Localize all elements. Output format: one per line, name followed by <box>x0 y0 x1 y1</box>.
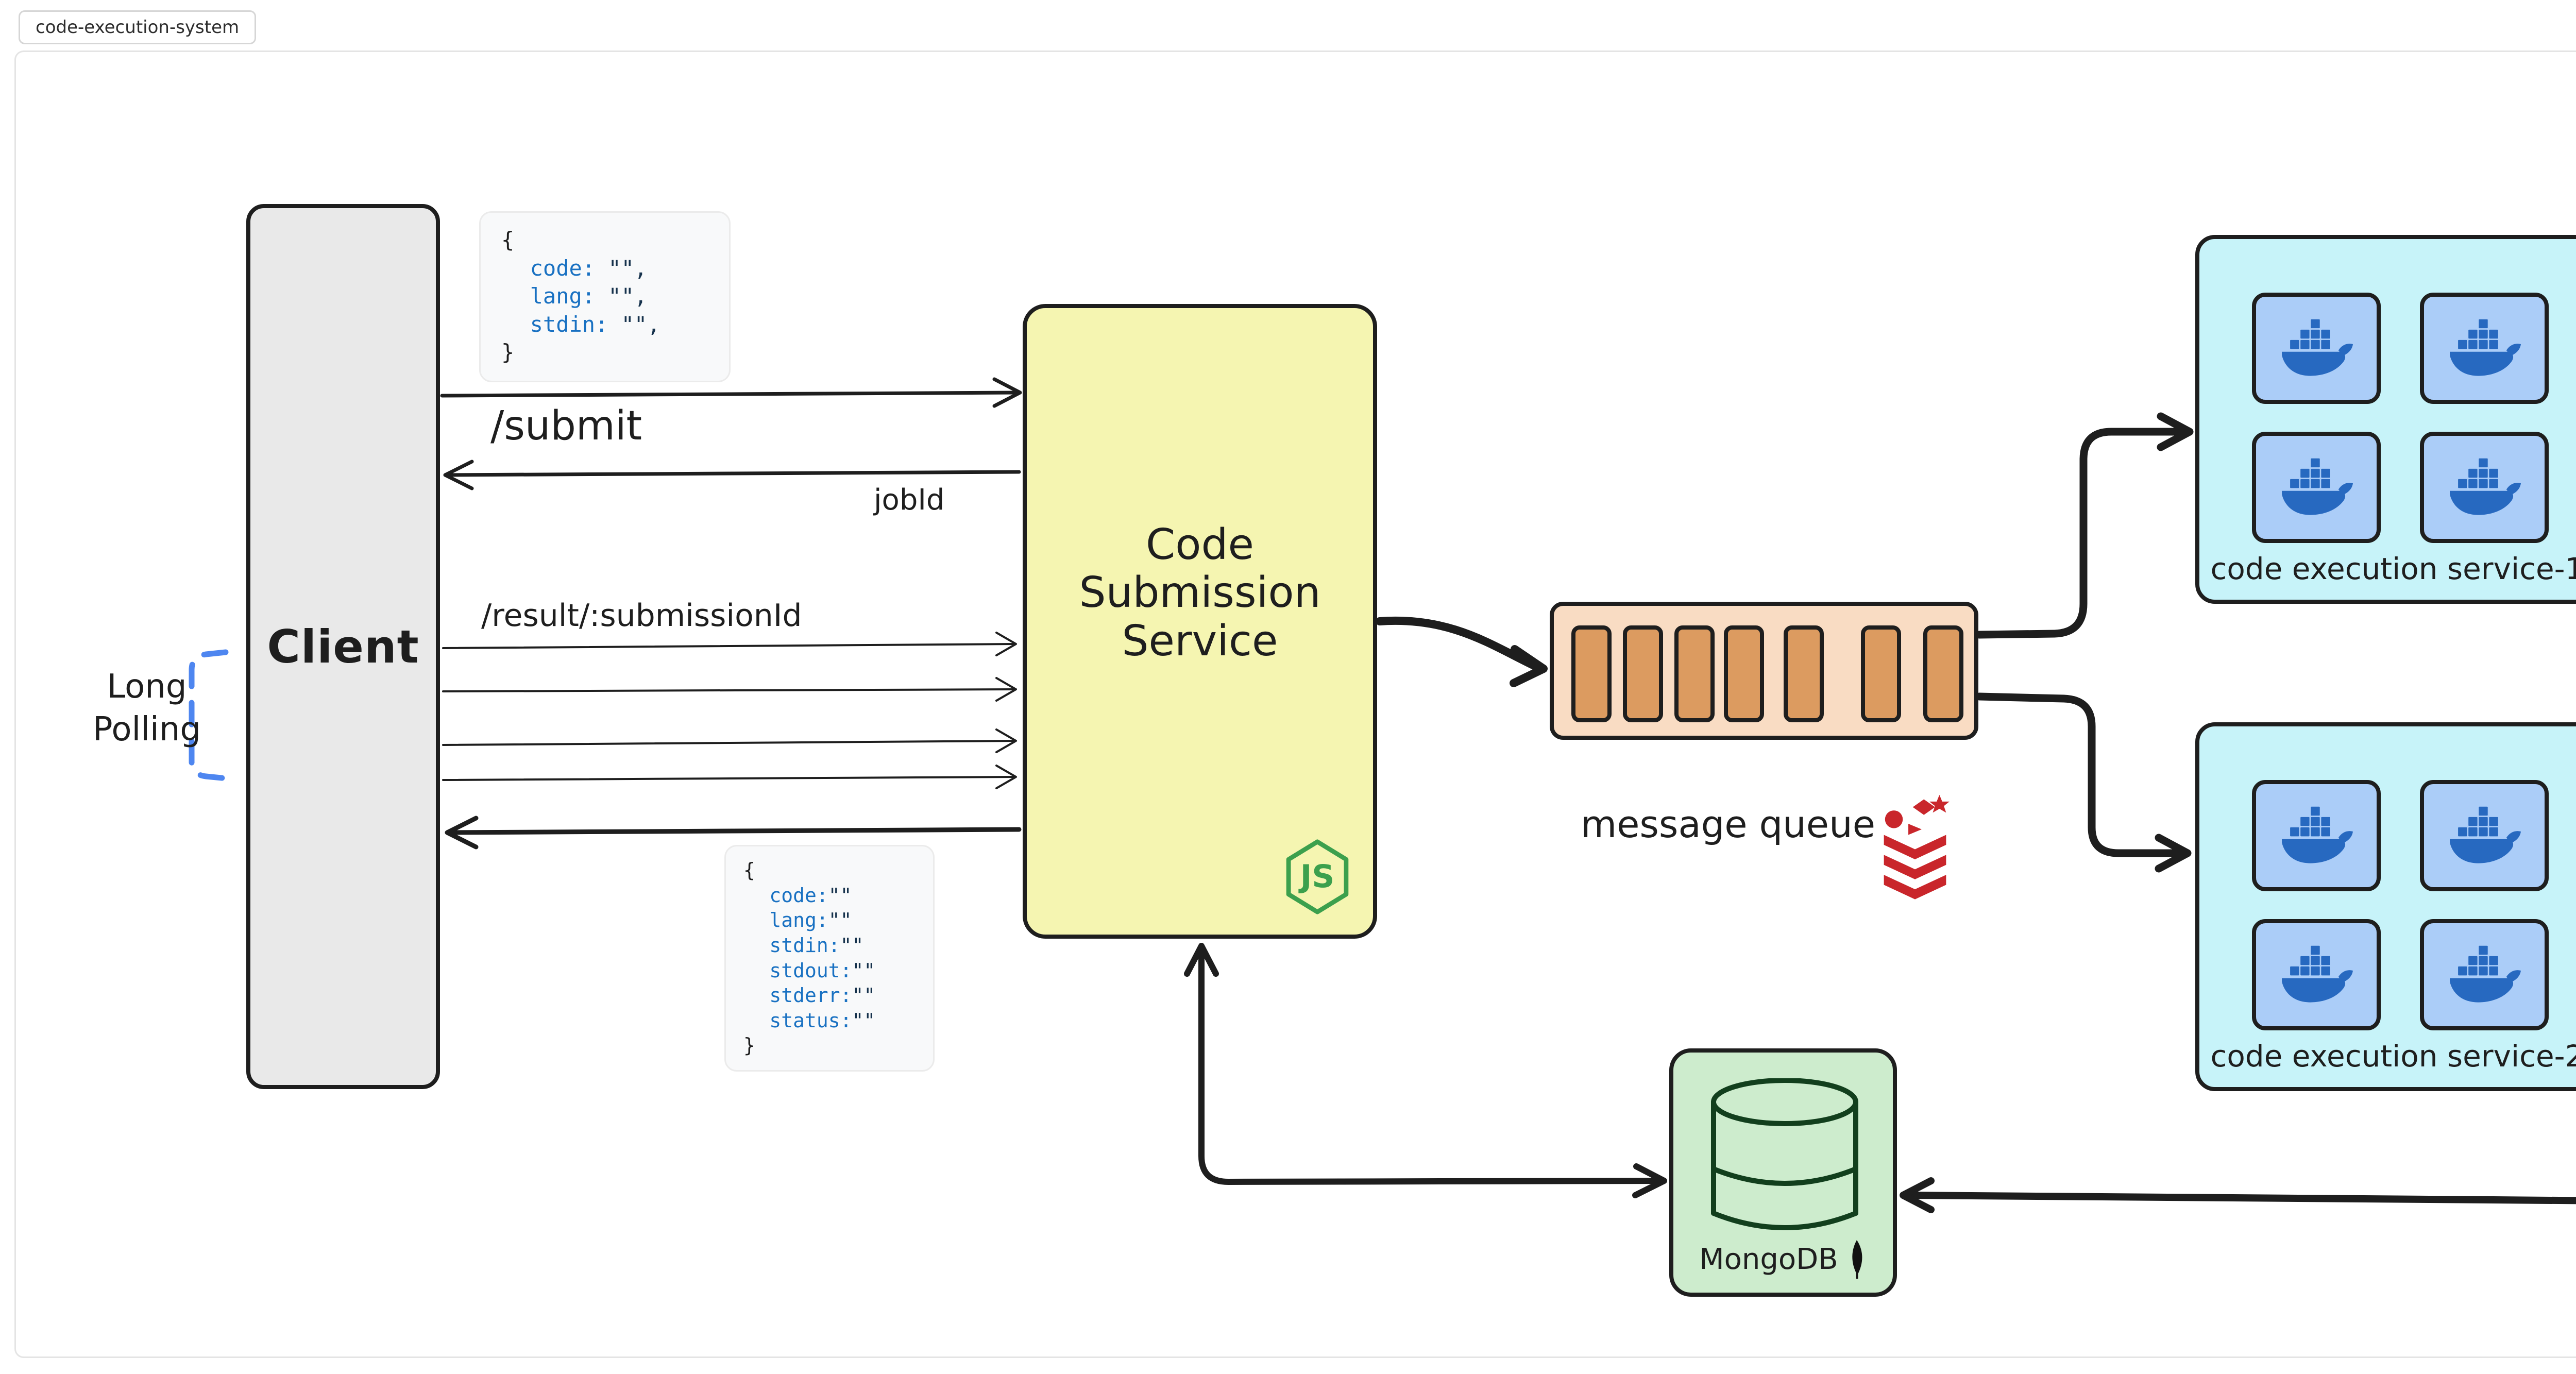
code-field-line: code: "", <box>530 255 648 281</box>
code-open-brace: { <box>501 227 515 252</box>
docker-icon <box>2282 319 2353 376</box>
queue-slot <box>1571 625 1612 722</box>
submit-endpoint-label: /submit <box>490 403 642 449</box>
queue-slot <box>1724 625 1764 722</box>
code-submission-service-title: Code Submission Service <box>1079 520 1321 666</box>
response-json-snippet[interactable]: { code:""lang:""stdin:""stdout:""stderr:"… <box>724 845 935 1072</box>
docker-container-tile <box>2252 432 2381 543</box>
docker-icon <box>2282 945 2353 1003</box>
mongodb-caption: MongoDB <box>1673 1239 1893 1279</box>
docker-icon <box>2282 806 2353 863</box>
client-label: Client <box>267 620 419 673</box>
container-grid <box>2252 293 2549 543</box>
message-queue-label: message queue <box>1580 803 1876 846</box>
queue-slot <box>1623 625 1663 722</box>
queue-slot <box>1674 625 1715 722</box>
jobid-label: jobId <box>874 483 945 517</box>
code-open-brace: { <box>743 859 755 881</box>
code-field-line: code:"" <box>769 884 852 907</box>
request-json-snippet[interactable]: { code: "",lang: "",stdin: "",} <box>479 211 731 382</box>
nodejs-icon: JS <box>1286 839 1349 914</box>
svg-text:JS: JS <box>1298 859 1334 895</box>
code-field-line: lang:"" <box>769 909 852 932</box>
code-execution-service-2-title: code execution service-2 <box>2210 1039 2576 1074</box>
docker-container-tile <box>2252 293 2381 404</box>
database-cylinder-icon <box>1711 1078 1858 1230</box>
code-field-line: stderr:"" <box>769 984 876 1007</box>
redis-icon <box>1884 794 1950 900</box>
queue-slot <box>1861 625 1901 722</box>
code-field-line: stdin:"" <box>769 934 864 957</box>
mongodb-label: MongoDB <box>1699 1242 1838 1276</box>
code-execution-service-1-box[interactable]: code execution service-1 <box>2195 235 2576 604</box>
code-close-brace: } <box>501 340 515 365</box>
tab-code-execution-system[interactable]: code-execution-system <box>19 10 257 44</box>
code-execution-service-1-title: code execution service-1 <box>2210 551 2576 586</box>
docker-container-tile <box>2420 432 2549 543</box>
docker-container-tile <box>2252 919 2381 1030</box>
queue-slot <box>1784 625 1824 722</box>
docker-icon <box>2450 945 2521 1003</box>
docker-icon <box>2450 806 2521 863</box>
queue-slot <box>1923 625 1963 722</box>
docker-container-tile <box>2420 293 2549 404</box>
docker-icon <box>2282 458 2353 515</box>
container-grid <box>2252 780 2549 1030</box>
docker-icon <box>2450 458 2521 515</box>
code-field-line: status:"" <box>769 1009 876 1032</box>
code-field-line: stdin: "", <box>530 311 660 337</box>
code-execution-service-2-box[interactable]: code execution service-2 <box>2195 722 2576 1091</box>
tab-label: code-execution-system <box>36 17 240 38</box>
docker-container-tile <box>2420 919 2549 1030</box>
mongodb-leaf-icon <box>1852 1240 1862 1279</box>
docker-container-tile <box>2252 780 2381 891</box>
long-polling-label: Long Polling <box>93 668 201 749</box>
docker-icon <box>2450 319 2521 376</box>
result-endpoint-label: /result/:submissionId <box>481 598 802 634</box>
code-field-line: lang: "", <box>530 283 648 309</box>
mongodb-box[interactable]: MongoDB <box>1669 1048 1897 1297</box>
code-close-brace: } <box>743 1034 755 1057</box>
code-field-line: stdout:"" <box>769 959 876 982</box>
message-queue-box[interactable] <box>1550 602 1978 740</box>
client-box[interactable]: Client <box>246 204 440 1089</box>
code-submission-service-box[interactable]: Code Submission Service JS <box>1023 304 1377 939</box>
docker-container-tile <box>2420 780 2549 891</box>
